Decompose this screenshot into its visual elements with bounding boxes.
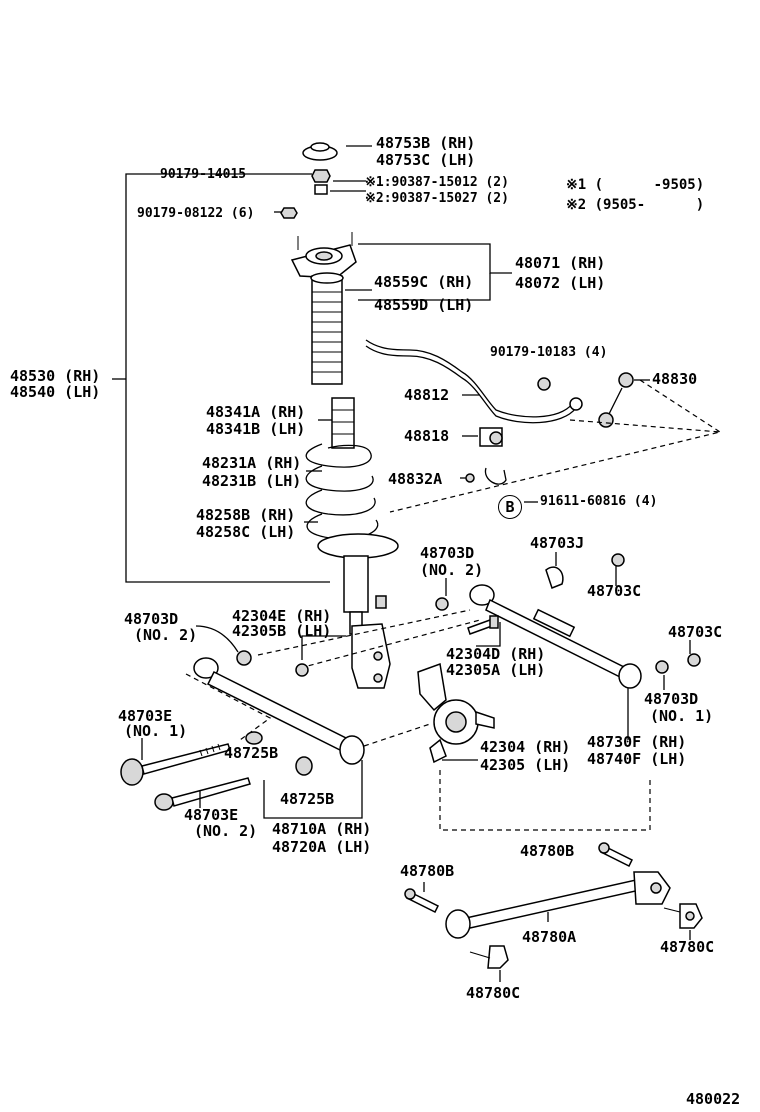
bolt-part (467, 615, 499, 635)
lower-arm-part (193, 657, 365, 765)
part-48780B-b-label: 48780B (400, 862, 455, 880)
part-48780C-b-label: 48780C (466, 984, 521, 1002)
note-1: ※1 ( -9505) (566, 177, 705, 193)
part-48730F-label: 48730F (RH) (587, 733, 687, 751)
shock-absorber-part (317, 533, 399, 689)
part-48753C-label: 48753C (LH) (376, 151, 476, 169)
part-48780A-label: 48780A (522, 928, 577, 946)
trailing-arm-part (445, 871, 671, 939)
part-90179-14015-label: 90179-14015 (160, 167, 247, 182)
part-48740F-label: 48740F (LH) (587, 750, 687, 768)
part-48540-label: 48540 (LH) (10, 383, 101, 401)
small-nut-part (280, 207, 298, 219)
stabilizer-bushing-part (479, 427, 503, 447)
bump-stopper-part (331, 397, 355, 449)
link-bolt-part (598, 842, 634, 868)
part-42305B-label: 42305B (LH) (232, 622, 332, 640)
part-48703D-no2-top-sub: (NO. 2) (420, 561, 484, 579)
figure-number: 480022 (686, 1090, 741, 1108)
part-91611-60816-label: 91611-60816 (4) (540, 494, 658, 509)
bushing-bracket-part (465, 467, 507, 485)
part-48559C-label: 48559C (RH) (374, 273, 474, 291)
bellows-part (310, 272, 344, 385)
part-48703D-no1-label: 48703D (644, 690, 699, 708)
part-48231B-label: 48231B (LH) (202, 472, 302, 490)
stabilizer-bar-part (365, 339, 583, 424)
part-42304E-label: 42304E (RH) (232, 607, 332, 625)
part-42304-label: 42304 (RH) (480, 738, 571, 756)
part-48072-label: 48072 (LH) (515, 274, 606, 292)
part-48559D-label: 48559D (LH) (374, 296, 474, 314)
part-48710A-label: 48710A (RH) (272, 820, 372, 838)
part-48703E-no2-label: 48703E (184, 806, 239, 824)
suspension-support-part (290, 232, 357, 279)
part-48341A-label: 48341A (RH) (206, 403, 306, 421)
bolt-part-2 (154, 777, 251, 811)
part-48725B-a-label: 48725B (224, 744, 279, 762)
part-48703D-no2-left-sub: (NO. 2) (134, 626, 198, 644)
part-48830-label: 48830 (652, 370, 698, 388)
part-48231A-label: 48231A (RH) (202, 454, 302, 472)
link-bolt-part-2 (404, 888, 440, 914)
coil-spring-part (305, 443, 379, 540)
part-48703C-b-label: 48703C (668, 623, 723, 641)
part-48725B-b-label: 48725B (280, 790, 335, 808)
part-90387-15027-label: ※2:90387-15027 (2) (365, 191, 509, 206)
part-48258B-label: 48258B (RH) (196, 506, 296, 524)
upper-seat-part (302, 142, 338, 161)
part-48753B-label: 48753B (RH) (376, 134, 476, 152)
part-48703E-no2-sub: (NO. 2) (194, 822, 258, 840)
part-42305-label: 42305 (LH) (480, 756, 571, 774)
part-42304D-label: 42304D (RH) (446, 645, 546, 663)
part-48832A-label: 48832A (388, 470, 443, 488)
knuckle-part (417, 662, 495, 764)
cam-part (545, 566, 564, 589)
part-42305A-label: 42305A (LH) (446, 661, 546, 679)
part-90179-10183-label: 90179-10183 (4) (490, 345, 608, 360)
part-48703J-label: 48703J (530, 534, 585, 552)
upper-control-arm-part (469, 584, 642, 689)
part-48780C-a-label: 48780C (660, 938, 715, 956)
part-48258C-label: 48258C (LH) (196, 523, 296, 541)
part-48703D-no2-top-label: 48703D (420, 544, 475, 562)
note-2: ※2 (9505- ) (566, 197, 705, 213)
part-48703D-no2-left-label: 48703D (124, 610, 179, 628)
part-48703E-no1-label: 48703E (118, 707, 173, 725)
part-48780B-a-label: 48780B (520, 842, 575, 860)
part-48071-label: 48071 (RH) (515, 254, 606, 272)
part-48703C-a-label: 48703C (587, 582, 642, 600)
part-48818-label: 48818 (404, 427, 450, 445)
nut-part (311, 169, 331, 195)
bracket-part (469, 903, 703, 969)
part-48812-label: 48812 (404, 386, 450, 404)
part-90387-15012-label: ※1:90387-15012 (2) (365, 175, 509, 190)
part-48530-label: 48530 (RH) (10, 367, 101, 385)
part-48703D-no1-sub: (NO. 1) (650, 707, 714, 725)
part-48703E-no1-sub: (NO. 1) (124, 722, 188, 740)
circle-b-marker: B (498, 495, 522, 519)
stabilizer-link-part (537, 372, 634, 428)
adjusting-bolt-part (120, 743, 231, 786)
part-90179-08122-label: 90179-08122 (6) (137, 206, 255, 221)
bushing-part (245, 731, 313, 776)
part-48720A-label: 48720A (LH) (272, 838, 372, 856)
part-48341B-label: 48341B (LH) (206, 420, 306, 438)
